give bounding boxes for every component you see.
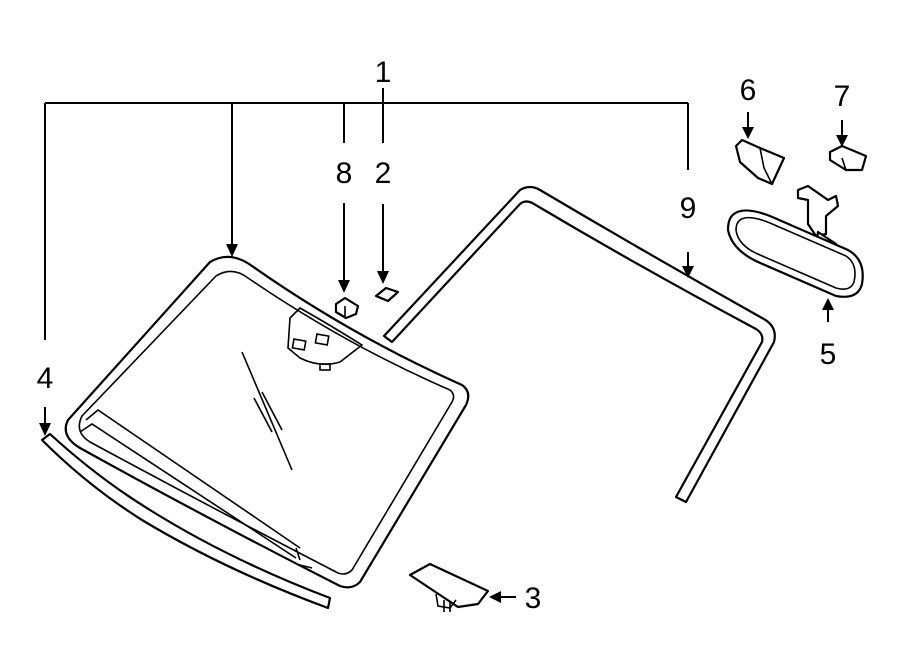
callout-8: 8 — [336, 157, 353, 190]
callout-9: 9 — [680, 192, 697, 225]
clip-part — [828, 144, 868, 172]
sensor-bracket-part — [334, 296, 360, 320]
windshield-glass — [64, 255, 470, 589]
callout-5: 5 — [820, 338, 837, 371]
callout-2: 2 — [375, 157, 392, 190]
lower-molding-strip — [40, 432, 332, 610]
callout-1: 1 — [375, 56, 392, 89]
callout-6: 6 — [740, 74, 757, 107]
callout-3: 3 — [525, 582, 542, 615]
sensor-cover-part — [408, 562, 490, 612]
bracket-1 — [44, 88, 689, 340]
mirror-cover-part — [734, 138, 786, 186]
callout-4: 4 — [37, 362, 54, 395]
callout-7: 7 — [834, 80, 851, 113]
rearview-mirror — [726, 184, 864, 298]
upper-reveal-molding — [382, 185, 776, 504]
pad-part — [374, 286, 400, 303]
